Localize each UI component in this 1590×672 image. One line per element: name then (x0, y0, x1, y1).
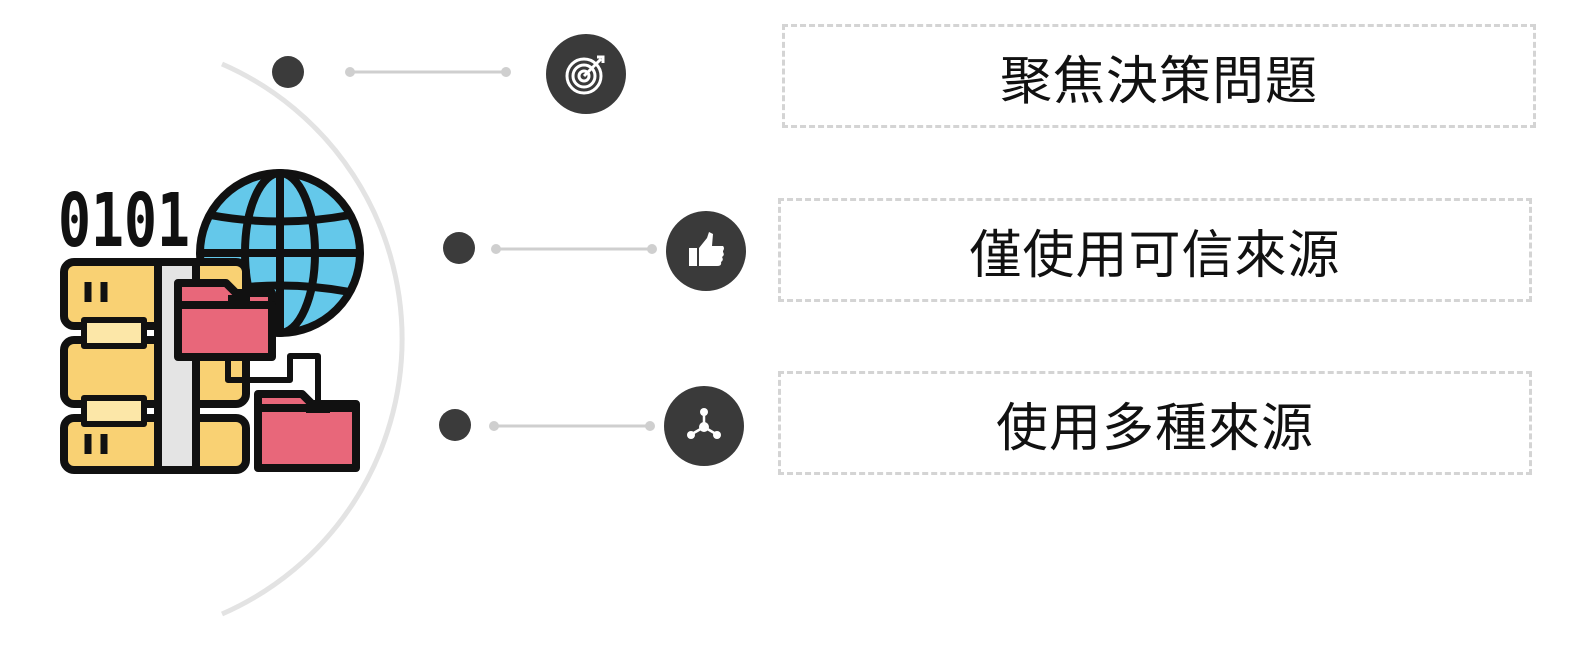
arc-node-3 (439, 409, 471, 441)
folder-icon (254, 390, 360, 472)
thumbs-up-icon (666, 211, 746, 291)
item-label-1: 聚焦決策問題 (999, 51, 1318, 112)
connector-2 (491, 244, 657, 254)
arc-node-2 (443, 232, 475, 264)
item-box-3: 使用多種來源 (778, 371, 1532, 475)
data-server-illustration: 0101 (58, 169, 364, 474)
connector-3 (489, 421, 655, 431)
item-box-2: 僅使用可信來源 (778, 198, 1532, 302)
connector-1 (345, 67, 511, 77)
server-stack-icon (60, 258, 250, 474)
binary-text: 0101 (58, 178, 190, 264)
item-label-3: 使用多種來源 (995, 398, 1314, 459)
target-icon (546, 34, 626, 114)
network-nodes-icon (664, 386, 744, 466)
arc-line (220, 61, 405, 617)
arc-node-1 (272, 56, 304, 88)
folder-icon (174, 279, 276, 361)
item-box-1: 聚焦決策問題 (782, 24, 1536, 128)
item-label-2: 僅使用可信來源 (969, 225, 1341, 286)
